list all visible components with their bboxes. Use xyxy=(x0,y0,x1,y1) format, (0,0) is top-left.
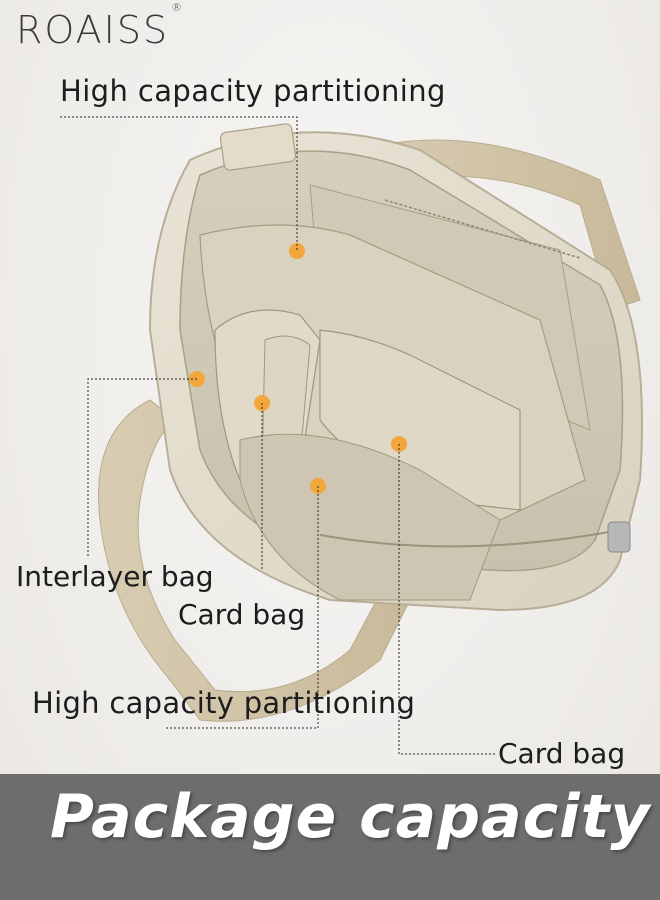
leader-interlayer xyxy=(87,378,197,556)
callout-top-partition: High capacity partitioning xyxy=(60,74,446,108)
brand-logo: ROAISS® xyxy=(16,1,184,52)
brand-name: ROAISS xyxy=(16,8,170,52)
zipper-pull xyxy=(607,521,631,553)
leather-tab xyxy=(219,123,297,171)
bottom-compartment xyxy=(239,433,501,601)
callout-card-left: Card bag xyxy=(178,598,306,631)
banner-title: Package capacity xyxy=(50,782,651,852)
registered-mark: ® xyxy=(171,1,185,15)
callout-bottom-partition: High capacity partitioning xyxy=(32,686,416,720)
callout-interlayer: Interlayer bag xyxy=(16,560,214,593)
callout-card-right: Card bag xyxy=(498,737,626,770)
zipper-line xyxy=(384,199,581,259)
front-handle xyxy=(98,399,421,722)
front-zipper xyxy=(319,529,621,548)
leader-lines xyxy=(60,116,496,755)
leader-top xyxy=(60,116,298,251)
leader-card-right xyxy=(398,444,496,755)
marker-top xyxy=(289,243,305,259)
title-banner xyxy=(0,774,660,900)
leader-bottom xyxy=(165,486,319,729)
